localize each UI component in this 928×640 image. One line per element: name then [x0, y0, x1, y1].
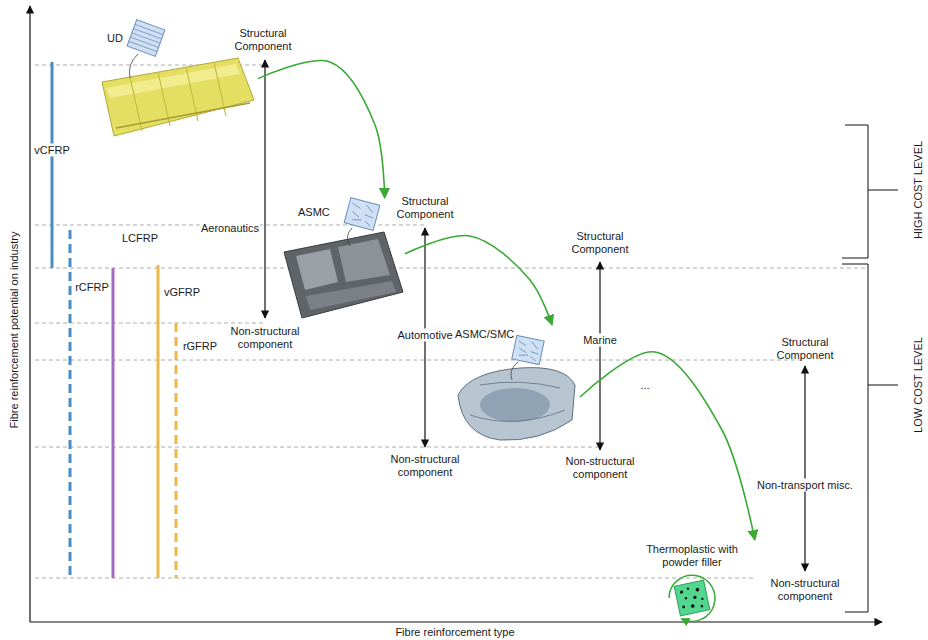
cost-level-label-holder: LOW COST LEVEL — [912, 337, 925, 433]
cost-brackets — [842, 125, 898, 612]
series-label-holder: LCFRP — [122, 232, 158, 245]
series-label-holder: rCFRP — [74, 281, 110, 294]
guide-lines — [35, 65, 866, 578]
level-label: Non-structural component — [764, 577, 846, 603]
series-label: vCFRP — [33, 144, 70, 157]
material-label: Thermoplastic with powder filler — [632, 543, 752, 569]
industry-label: Automotive — [396, 329, 453, 342]
series-label-holder: rGFRP — [183, 340, 217, 353]
series-label: rGFRP — [183, 340, 217, 353]
series-label-holder: vCFRP — [33, 144, 70, 157]
axis-title-holder: Fibre reinforcement type — [395, 626, 514, 639]
ellipsis: ... — [640, 379, 649, 392]
level-label: Non-structural component — [559, 455, 641, 481]
ud-panel — [102, 20, 254, 136]
level-label: Structural Component — [230, 27, 296, 53]
fibre-bars — [52, 62, 176, 578]
material-node: ASMC/SMC — [450, 325, 580, 445]
axes — [30, 6, 882, 622]
level-label: Structural Component — [567, 230, 633, 256]
cost-level-label: HIGH COST LEVEL — [912, 141, 925, 239]
industry-label: Marine — [582, 334, 618, 347]
level-label: Non-structural component — [224, 325, 306, 351]
series-label: rCFRP — [74, 281, 110, 294]
material-node: Thermoplastic with powder filler — [620, 540, 765, 632]
range-arrows — [265, 60, 805, 571]
cost-level-label-holder: HIGH COST LEVEL — [912, 141, 925, 239]
industry-label-holder: Automotive — [396, 329, 453, 342]
automotive-part — [284, 198, 403, 318]
ellipsis-holder: ... — [640, 379, 649, 392]
level-label-holder: Non-structural component — [384, 453, 466, 479]
cost-level-label: LOW COST LEVEL — [912, 337, 925, 433]
level-label-holder: Structural Component — [392, 195, 458, 221]
industry-label: Aeronautics — [200, 222, 260, 235]
axis-title: Fibre reinforcement potential on industr… — [8, 232, 21, 429]
material-label: ASMC — [298, 206, 330, 219]
marine-part — [458, 335, 575, 440]
material-label: ASMC/SMC — [455, 328, 514, 341]
level-label: Structural Component — [392, 195, 458, 221]
axis-title: Fibre reinforcement type — [395, 626, 514, 639]
material-node: UD — [95, 22, 258, 140]
industry-label-holder: Marine — [582, 334, 618, 347]
level-label: Non-structural component — [384, 453, 466, 479]
level-label-holder: Non-structural component — [224, 325, 306, 351]
material-label: UD — [107, 32, 123, 45]
flow-arrow — [580, 352, 755, 540]
axis-title-holder: Fibre reinforcement potential on industr… — [8, 232, 21, 429]
series-label: LCFRP — [122, 232, 158, 245]
level-label-holder: Structural Component — [230, 27, 296, 53]
flow-arrow — [258, 61, 385, 198]
flow-arrow — [405, 236, 552, 325]
industry-label-holder: Non-transport misc. — [756, 479, 854, 492]
level-label-holder: Non-structural component — [559, 455, 641, 481]
thermoplastic-icon — [669, 575, 715, 621]
level-label-holder: Structural Component — [567, 230, 633, 256]
series-label-holder: vGFRP — [164, 286, 200, 299]
industry-label: Non-transport misc. — [756, 479, 854, 492]
industry-label-holder: Aeronautics — [200, 222, 260, 235]
level-label-holder: Structural Component — [772, 336, 838, 362]
material-node: ASMC — [278, 198, 405, 322]
level-label: Structural Component — [772, 336, 838, 362]
series-label: vGFRP — [164, 286, 200, 299]
level-label-holder: Non-structural component — [764, 577, 846, 603]
